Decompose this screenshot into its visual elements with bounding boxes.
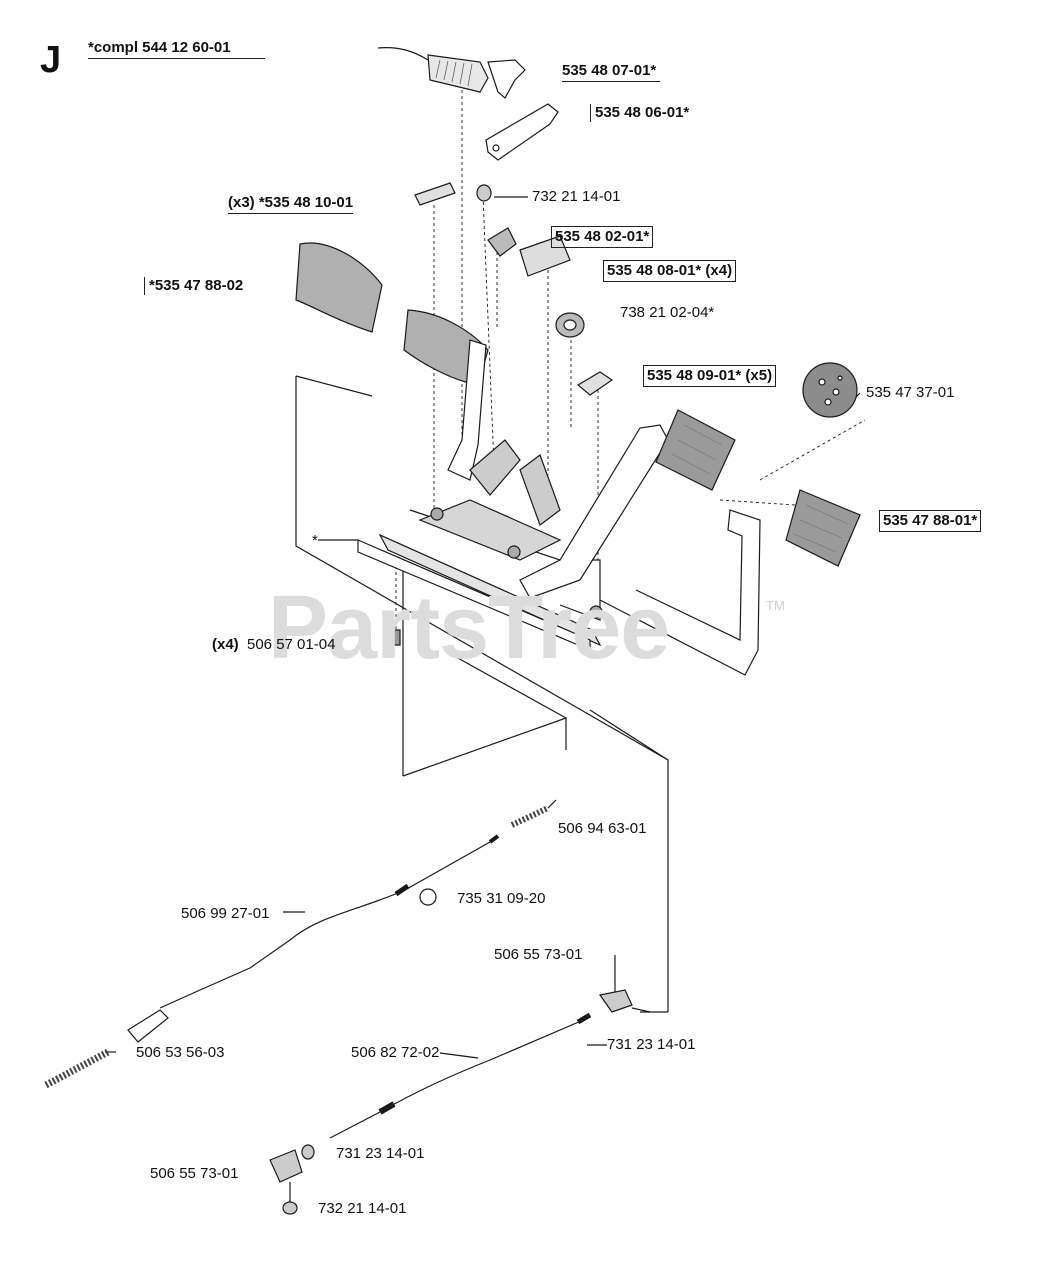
- label-506827202[interactable]: 506 82 72-02: [351, 1044, 440, 1061]
- foot-pad-upper: [295, 242, 383, 333]
- pedal-rod: [519, 424, 669, 599]
- spring-506535603: [44, 1048, 110, 1089]
- cable-506827202: [329, 1017, 589, 1139]
- lever-plate: [485, 103, 559, 161]
- label-506946301[interactable]: 506 94 63-01: [558, 820, 647, 837]
- mounting-bracket: [357, 539, 591, 651]
- label-506570104-qty: (x4): [212, 636, 239, 653]
- pedal-arm: [447, 339, 487, 481]
- spacer-plate: [414, 182, 456, 206]
- watermark: PartsTree: [268, 578, 670, 678]
- ball-joint-top: [598, 989, 633, 1013]
- label-535481001[interactable]: (x3) *535 48 10-01: [228, 194, 354, 214]
- throttle-grip: [427, 54, 489, 93]
- label-506557301-bottom[interactable]: 506 55 73-01: [150, 1165, 239, 1182]
- label-535473701[interactable]: 535 47 37-01: [866, 384, 955, 401]
- pedal-base-plate: [378, 533, 602, 647]
- clip-535480901: [576, 371, 614, 396]
- nut-bottom: [282, 1201, 298, 1215]
- throttle-bracket: [487, 59, 526, 99]
- label-535480201[interactable]: 535 48 02-01*: [551, 226, 654, 248]
- spring-506946301: [510, 805, 550, 828]
- label-506992701[interactable]: 506 99 27-01: [181, 905, 270, 922]
- label-506570104[interactable]: 506 57 01-04: [247, 636, 336, 653]
- label-535480801[interactable]: 535 48 08-01* (x4): [603, 260, 737, 282]
- asterisk-marker: *: [312, 532, 318, 549]
- label-731231401-bottom[interactable]: 731 23 14-01: [336, 1145, 425, 1162]
- pedal-pad-upper: [655, 409, 736, 491]
- label-731231401-right[interactable]: 731 23 14-01: [607, 1036, 696, 1053]
- label-535480701[interactable]: 535 48 07-01*: [562, 62, 661, 82]
- base-panel-outline: [295, 376, 669, 1012]
- label-735310920[interactable]: 735 31 09-20: [457, 890, 546, 907]
- label-535480901[interactable]: 535 48 09-01* (x5): [643, 365, 777, 387]
- nut-top: [476, 184, 492, 202]
- label-738210204[interactable]: 738 21 02-04*: [620, 304, 715, 321]
- label-535478801[interactable]: 535 47 88-01*: [879, 510, 982, 532]
- bolt-506570104: [389, 629, 401, 646]
- label-535478802[interactable]: *535 47 88-02: [144, 277, 243, 295]
- ball-joint-bottom: [269, 1149, 303, 1183]
- label-732211401-top[interactable]: 732 21 14-01: [532, 188, 621, 205]
- label-compl-544126001[interactable]: *compl 544 12 60-01: [88, 39, 265, 59]
- clip-735310920: [419, 888, 437, 906]
- throttle-cable-end: [377, 47, 429, 61]
- label-732211401-bottom[interactable]: 732 21 14-01: [318, 1200, 407, 1217]
- bushing: [487, 227, 517, 257]
- trademark-mark: TM: [766, 598, 785, 613]
- cable-506992701: [249, 841, 491, 969]
- section-letter: J: [40, 39, 62, 81]
- label-506557301-top[interactable]: 506 55 73-01: [494, 946, 583, 963]
- knob-535473701: [802, 362, 858, 418]
- pedal-pad-lower: [785, 489, 861, 567]
- label-506535603[interactable]: 506 53 56-03: [136, 1044, 225, 1061]
- cable-bracket: [127, 1009, 169, 1043]
- label-535480601[interactable]: 535 48 06-01*: [590, 104, 689, 122]
- clamp-block: [519, 235, 571, 277]
- cable-panel-outline: [402, 560, 567, 777]
